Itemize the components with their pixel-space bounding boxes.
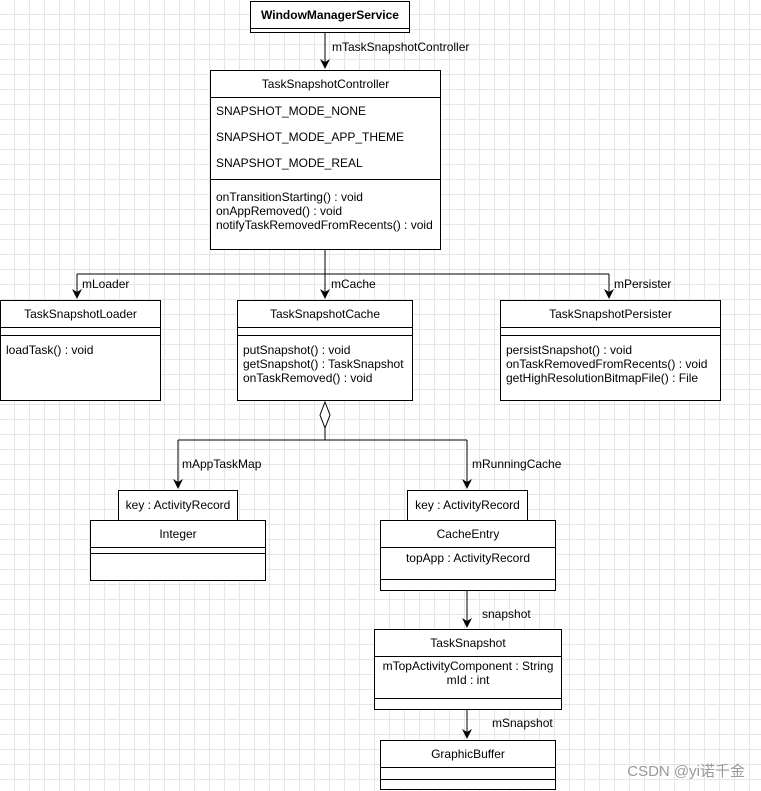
attributes-section <box>238 328 412 336</box>
attribute: SNAPSHOT_MODE_NONE <box>216 104 367 118</box>
qualifier-running-cache-key[interactable]: key : ActivityRecord <box>407 490 528 521</box>
class-task-snapshot-controller[interactable]: TaskSnapshotController SNAPSHOT_MODE_NON… <box>210 70 441 250</box>
class-name: TaskSnapshotCache <box>238 301 412 328</box>
edge-label-app-task-map: mAppTaskMap <box>182 457 262 471</box>
class-name: TaskSnapshot <box>375 630 561 657</box>
methods-section: persistSnapshot() : void onTaskRemovedFr… <box>501 336 720 385</box>
class-name: TaskSnapshotLoader <box>1 301 160 328</box>
edge-label-snapshot: snapshot <box>482 607 531 621</box>
qualifier-app-task-map-key[interactable]: key : ActivityRecord <box>118 490 238 521</box>
edge-cache-split <box>178 428 467 441</box>
edge-controller-bus <box>77 250 609 275</box>
class-cache-entry[interactable]: CacheEntry topApp : ActivityRecord <box>380 520 556 591</box>
edge-label-cache: mCache <box>331 277 376 291</box>
class-task-snapshot-persister[interactable]: TaskSnapshotPersister persistSnapshot() … <box>500 300 721 401</box>
attribute: topApp : ActivityRecord <box>405 551 531 565</box>
class-window-manager-service[interactable]: WindowManagerService <box>250 1 410 33</box>
methods-section: onTransitionStarting() : void onAppRemov… <box>211 180 440 232</box>
method: onAppRemoved() : void <box>216 204 343 218</box>
attributes-section: SNAPSHOT_MODE_NONE SNAPSHOT_MODE_APP_THE… <box>211 98 440 180</box>
methods-section: putSnapshot() : void getSnapshot() : Tas… <box>238 336 412 385</box>
attributes-section: mTopActivityComponent : String mId : int <box>375 657 561 699</box>
class-name: CacheEntry <box>381 521 555 548</box>
method: onTaskRemovedFromRecents() : void <box>506 357 708 371</box>
attribute: SNAPSHOT_MODE_REAL <box>216 156 363 170</box>
class-task-snapshot-cache[interactable]: TaskSnapshotCache putSnapshot() : void g… <box>237 300 413 401</box>
class-name: TaskSnapshotPersister <box>501 301 720 328</box>
edge-label-task-snapshot-controller: mTaskSnapshotController <box>332 40 470 54</box>
method: persistSnapshot() : void <box>506 343 633 357</box>
attributes-section <box>91 548 265 554</box>
attributes-section <box>381 768 555 780</box>
aggregation-diamond <box>319 400 331 430</box>
attributes-section <box>1 328 160 336</box>
method: notifyTaskRemovedFromRecents() : void <box>216 218 433 232</box>
class-integer[interactable]: Integer <box>90 520 266 581</box>
method: putSnapshot() : void <box>243 343 351 357</box>
attributes-section <box>501 328 720 336</box>
edge-label-running-cache: mRunningCache <box>472 457 562 471</box>
method: onTaskRemoved() : void <box>243 371 373 385</box>
edge-label-m-snapshot: mSnapshot <box>492 716 553 730</box>
edge-label-loader: mLoader <box>82 277 130 291</box>
class-task-snapshot[interactable]: TaskSnapshot mTopActivityComponent : Str… <box>374 629 562 710</box>
attribute: SNAPSHOT_MODE_APP_THEME <box>216 130 405 144</box>
methods-section: loadTask() : void <box>1 336 160 357</box>
method: onTransitionStarting() : void <box>216 190 363 204</box>
edge-label-persister: mPersister <box>614 277 672 291</box>
class-task-snapshot-loader[interactable]: TaskSnapshotLoader loadTask() : void <box>0 300 161 401</box>
attributes-section: topApp : ActivityRecord <box>381 548 555 580</box>
class-name: WindowManagerService <box>251 2 409 29</box>
method: loadTask() : void <box>6 343 94 357</box>
class-name: Integer <box>91 521 265 548</box>
method: getHighResolutionBitmapFile() : File <box>506 371 699 385</box>
method: getSnapshot() : TaskSnapshot <box>243 357 404 371</box>
class-name: TaskSnapshotController <box>211 71 440 98</box>
attribute: mId : int <box>446 673 490 687</box>
watermark: CSDN @yi诺千金 <box>627 763 745 780</box>
class-graphic-buffer[interactable]: GraphicBuffer <box>380 740 556 790</box>
attribute: mTopActivityComponent : String <box>382 659 554 673</box>
class-name: GraphicBuffer <box>381 741 555 768</box>
